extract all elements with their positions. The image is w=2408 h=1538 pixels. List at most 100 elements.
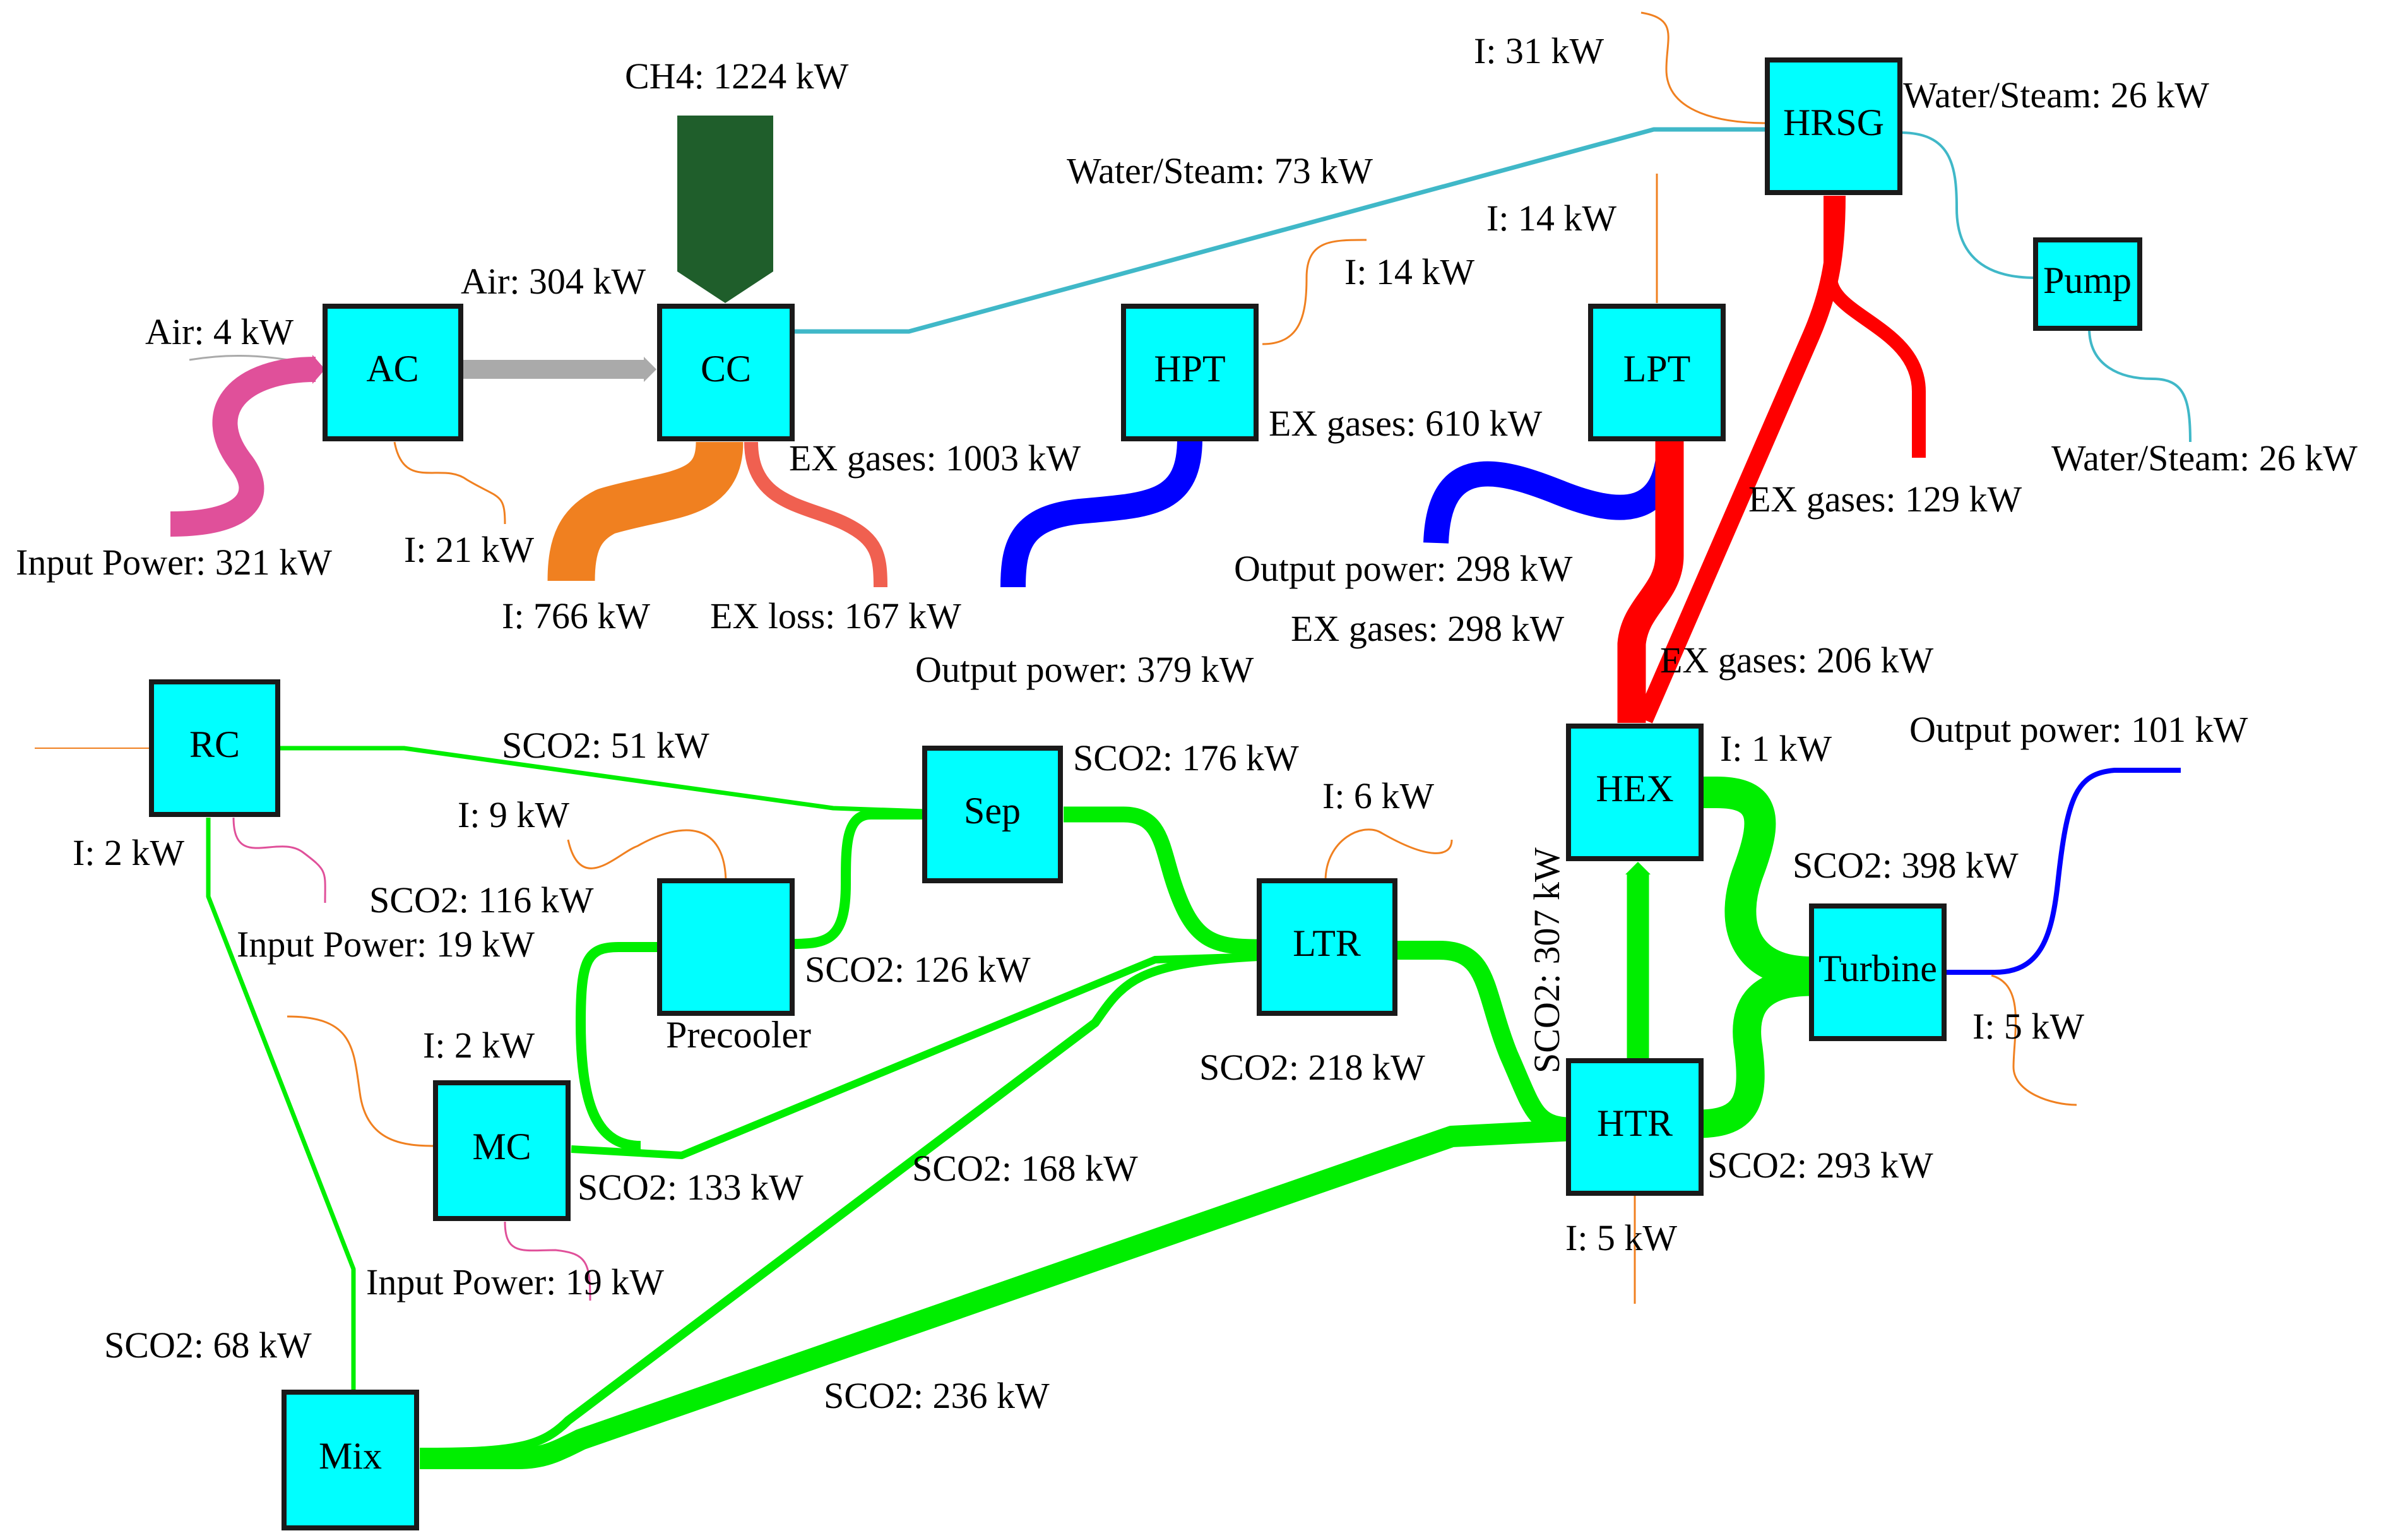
pump-node[interactable]: Pump xyxy=(2033,237,2142,331)
sco2-mc-ltr-label: SCO2: 133 kW xyxy=(578,1167,804,1208)
sco2-mix-htr-flow xyxy=(420,1119,1575,1469)
sco2-hex-turbine-flow xyxy=(1701,777,1812,988)
i-rc-flow xyxy=(232,817,326,903)
output-power-lpt-flow xyxy=(1423,438,1682,544)
input-power-ac-arrowhead xyxy=(312,355,325,384)
ch4-label: CH4: 1224 kW xyxy=(625,56,849,97)
ex-gases-lpt-hrsg-label: EX gases: 298 kW xyxy=(1291,608,1565,649)
sco2-mix-rc-label: SCO2: 68 kW xyxy=(104,1325,312,1366)
sco2-sep-precooler-flow xyxy=(792,809,925,949)
sco2-ltr-htr-flow xyxy=(1395,941,1575,1136)
turbine-label: Turbine xyxy=(1818,948,1937,989)
precooler-node[interactable]: Precooler xyxy=(657,878,811,1056)
sco2-turbine-htr-flow xyxy=(1697,967,1812,1138)
sco2-sep-ltr-flow xyxy=(1064,806,1260,955)
ex-gases-hpt-lpt-flow xyxy=(1262,350,1587,391)
i-cc-label: I: 766 kW xyxy=(502,595,650,636)
lpt-node[interactable]: LPT xyxy=(1588,304,1726,441)
cc-node[interactable]: CC xyxy=(657,304,795,441)
flows xyxy=(35,11,2192,1469)
cc-label: CC xyxy=(701,348,751,390)
water-steam-pump-flow xyxy=(2088,328,2192,443)
output-power-hpt-label: Output power: 379 kW xyxy=(915,649,1254,690)
hpt-node[interactable]: HPT xyxy=(1121,304,1259,441)
output-power-hpt-flow xyxy=(1000,438,1202,588)
sco2-precooler-mc-label: SCO2: 116 kW xyxy=(369,879,594,921)
air-in-label: Air: 4 kW xyxy=(145,311,294,352)
rc-node[interactable]: RC xyxy=(149,679,280,817)
ex-gases-lpt-hex-flow xyxy=(1617,439,1684,723)
i-ac-flow xyxy=(393,441,506,525)
i-precooler-label: I: 9 kW xyxy=(458,794,569,835)
rc-label: RC xyxy=(189,724,240,765)
ac-label: AC xyxy=(366,348,418,390)
ex-gases-hpt-lpt-label: EX gases: 610 kW xyxy=(1269,403,1543,444)
ac-node[interactable]: AC xyxy=(323,304,463,441)
sep-label: Sep xyxy=(964,790,1021,832)
water-steam-hrsg-pump-flow xyxy=(1899,131,2036,279)
hrsg-node[interactable]: HRSG xyxy=(1765,57,1902,195)
i-hrsg-flow xyxy=(1640,11,1768,124)
input-power-ac-label: Input Power: 321 kW xyxy=(16,542,332,583)
i-ac-label: I: 21 kW xyxy=(404,529,534,570)
output-power-turbine-flow xyxy=(1941,768,2181,975)
i-hpt-label: I: 14 kW xyxy=(1344,251,1474,292)
ch4-flow xyxy=(677,116,773,303)
i-turbine-flow xyxy=(1991,974,2077,1106)
hex-label: HEX xyxy=(1596,768,1673,809)
sco2-turbine-htr-label: SCO2: 293 kW xyxy=(1707,1145,1933,1186)
input-power-mc-flow xyxy=(504,1221,591,1301)
input-power-ac-flow xyxy=(170,357,316,537)
ex-gases-cc-hpt-flow xyxy=(792,336,1120,415)
mix-node[interactable]: Mix xyxy=(282,1390,419,1530)
sco2-sep-ltr-label: SCO2: 176 kW xyxy=(1073,737,1299,778)
sco2-hex-turbine-label: SCO2: 398 kW xyxy=(1793,845,2019,886)
i-mc-flow xyxy=(287,1015,436,1147)
htr-node[interactable]: HTR xyxy=(1566,1058,1704,1196)
mc-label: MC xyxy=(472,1126,531,1167)
water-steam-cc-label: Water/Steam: 73 kW xyxy=(1067,150,1373,191)
i-rc-label: I: 2 kW xyxy=(73,832,184,873)
water-steam-cc-flow xyxy=(789,127,1767,334)
precooler-label: Precooler xyxy=(666,1014,811,1056)
mc-node[interactable]: MC xyxy=(433,1080,571,1221)
i-htr-label: I: 5 kW xyxy=(1565,1217,1677,1258)
flow-labels: CH4: 1224 kW Air: 4 kW Air: 304 kW Input… xyxy=(16,30,2358,1416)
pump-label: Pump xyxy=(2043,259,2132,301)
sco2-ltr-mix-label: SCO2: 168 kW xyxy=(912,1148,1138,1189)
i-hrsg-label: I: 31 kW xyxy=(1474,30,1604,71)
i-mc-label: I: 2 kW xyxy=(423,1025,535,1066)
sep-node[interactable]: Sep xyxy=(922,746,1063,883)
ex-gases-hrsg-label: EX gases: 129 kW xyxy=(1748,479,2022,520)
i-hex-label: I: 1 kW xyxy=(1720,728,1832,769)
ex-loss-cc-flow xyxy=(744,441,887,588)
hpt-label: HPT xyxy=(1154,348,1225,390)
i-lpt-label: I: 14 kW xyxy=(1486,198,1616,239)
input-power-mc-label: Input Power: 19 kW xyxy=(366,1261,664,1303)
i-turbine-label: I: 5 kW xyxy=(1972,1006,2084,1047)
i-hpt-flow xyxy=(1262,239,1367,345)
hex-node[interactable]: HEX xyxy=(1566,724,1704,861)
sco2-precooler-mc-flow xyxy=(576,942,660,1151)
sco2-mix-rc-flow xyxy=(206,818,356,1392)
i-ltr-label: I: 6 kW xyxy=(1322,775,1434,816)
sco2-ltr-htr-label: SCO2: 218 kW xyxy=(1199,1047,1425,1088)
ex-gases-hrsg-flow xyxy=(1824,196,1926,458)
ltr-node[interactable]: LTR xyxy=(1257,878,1397,1016)
i-cc-flow xyxy=(547,441,744,581)
ex-gases-lpt-hex-label: EX gases: 206 kW xyxy=(1660,640,1934,681)
water-steam-hrsg-pump-label: Water/Steam: 26 kW xyxy=(1903,75,2209,116)
air-ac-cc-label: Air: 304 kW xyxy=(461,261,646,302)
lpt-label: LPT xyxy=(1623,348,1691,390)
hrsg-label: HRSG xyxy=(1783,102,1884,143)
i-ltr-flow xyxy=(1324,828,1453,881)
ex-loss-cc-label: EX loss: 167 kW xyxy=(710,595,961,636)
air-ac-cc-arrowhead xyxy=(644,357,656,382)
htr-label: HTR xyxy=(1597,1102,1673,1144)
output-power-lpt-label: Output power: 298 kW xyxy=(1234,548,1573,589)
sco2-mix-htr-label: SCO2: 236 kW xyxy=(824,1375,1050,1416)
turbine-node[interactable]: Turbine xyxy=(1809,903,1947,1041)
ltr-label: LTR xyxy=(1293,922,1361,964)
input-power-rc-label: Input Power: 19 kW xyxy=(237,924,535,965)
